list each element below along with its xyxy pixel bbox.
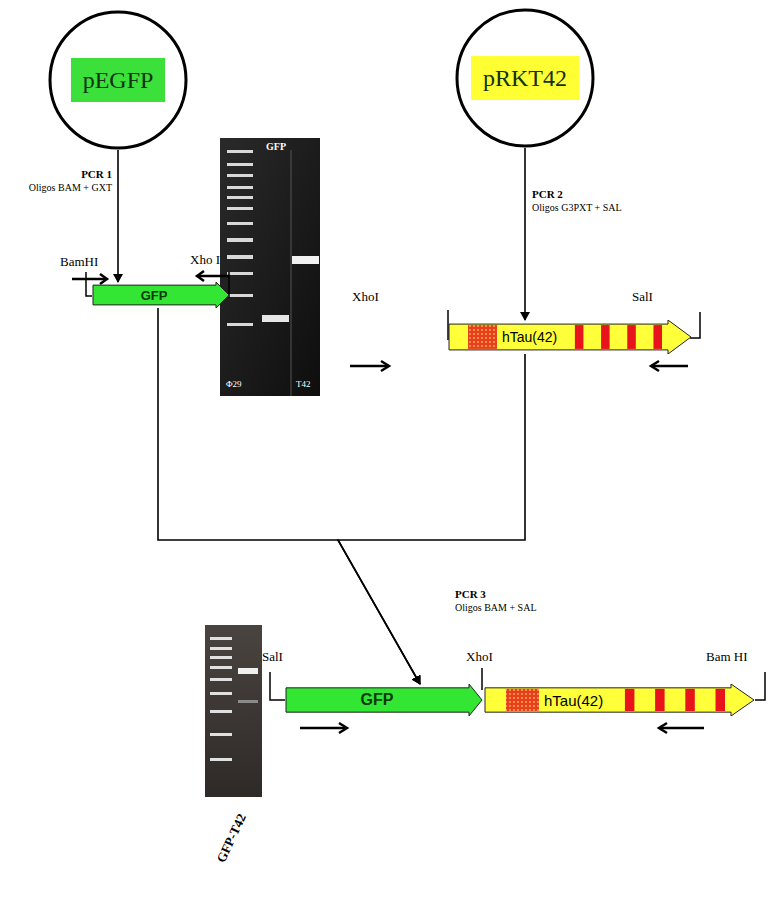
plasmid-circle: pEGFP bbox=[48, 10, 188, 150]
gene-arrow-body bbox=[485, 684, 754, 716]
repeat-region bbox=[506, 689, 539, 711]
restriction-site-tick bbox=[86, 272, 765, 700]
repeat-domain bbox=[655, 689, 664, 711]
plasmid-name: pEGFP bbox=[71, 58, 166, 102]
annotation-label: Oligos BAM + GXT bbox=[29, 182, 112, 194]
gene-arrow-body bbox=[93, 282, 229, 308]
agarose-gel bbox=[205, 625, 262, 797]
plasmid-name: pRKT42 bbox=[471, 56, 579, 100]
annotation-label: BamHI bbox=[60, 255, 98, 270]
annotation-label: PCR 3 bbox=[455, 588, 486, 601]
gene-name: GFP bbox=[141, 289, 168, 302]
gene-name: hTau(42) bbox=[544, 693, 603, 708]
gene-arrow-shape bbox=[448, 320, 692, 354]
annotation-label: Oligos BAM + SAL bbox=[455, 602, 536, 614]
annotation-label: Oligos G3PXT + SAL bbox=[532, 202, 622, 214]
repeat-domain bbox=[716, 689, 725, 711]
annotation-label: PCR 2 bbox=[532, 188, 563, 201]
repeat-region bbox=[468, 325, 497, 349]
gfp-gene-arrow: GFP bbox=[92, 282, 230, 308]
gene-name: GFP bbox=[361, 692, 394, 708]
repeat-domain bbox=[625, 689, 634, 711]
annotation-label: Xho I bbox=[190, 253, 220, 268]
annotation-label: SalI bbox=[262, 650, 283, 665]
repeat-domain bbox=[685, 689, 694, 711]
tau-gene-arrow: hTau(42) bbox=[484, 684, 755, 716]
annotation-label: XhoI bbox=[352, 290, 379, 305]
gene-arrow-body bbox=[286, 684, 482, 716]
repeat-domain bbox=[601, 325, 610, 349]
annotation-label: Φ29 bbox=[226, 379, 242, 389]
agarose-gel bbox=[220, 138, 320, 396]
gene-arrow-body bbox=[449, 320, 691, 354]
annotation-label: SalI bbox=[632, 290, 653, 305]
connector-arrow bbox=[117, 150, 119, 282]
gfp-gene-arrow: GFP bbox=[285, 684, 483, 716]
tau-gene-arrow: hTau(42) bbox=[448, 320, 692, 354]
plasmid-circle: pRKT42 bbox=[455, 8, 595, 148]
repeat-domain bbox=[627, 325, 636, 349]
circle-outline bbox=[457, 10, 593, 146]
connector-arrow bbox=[158, 308, 420, 684]
annotation-label: T42 bbox=[296, 379, 311, 389]
annotation-label: Bam HI bbox=[706, 650, 748, 665]
connector-arrow bbox=[524, 148, 526, 320]
repeat-domain bbox=[575, 325, 584, 349]
annotation-label: PCR 1 bbox=[81, 168, 112, 181]
repeat-domain bbox=[653, 325, 662, 349]
gene-name: hTau(42) bbox=[502, 330, 557, 344]
annotation-label: GFP-T42 bbox=[214, 811, 250, 864]
gene-arrow-shape bbox=[484, 684, 755, 716]
primer-arrow bbox=[72, 271, 704, 733]
connector-arrow bbox=[338, 354, 525, 684]
circle-outline bbox=[50, 12, 186, 148]
annotation-label: GFP bbox=[266, 141, 286, 153]
annotation-label: XhoI bbox=[466, 650, 493, 665]
